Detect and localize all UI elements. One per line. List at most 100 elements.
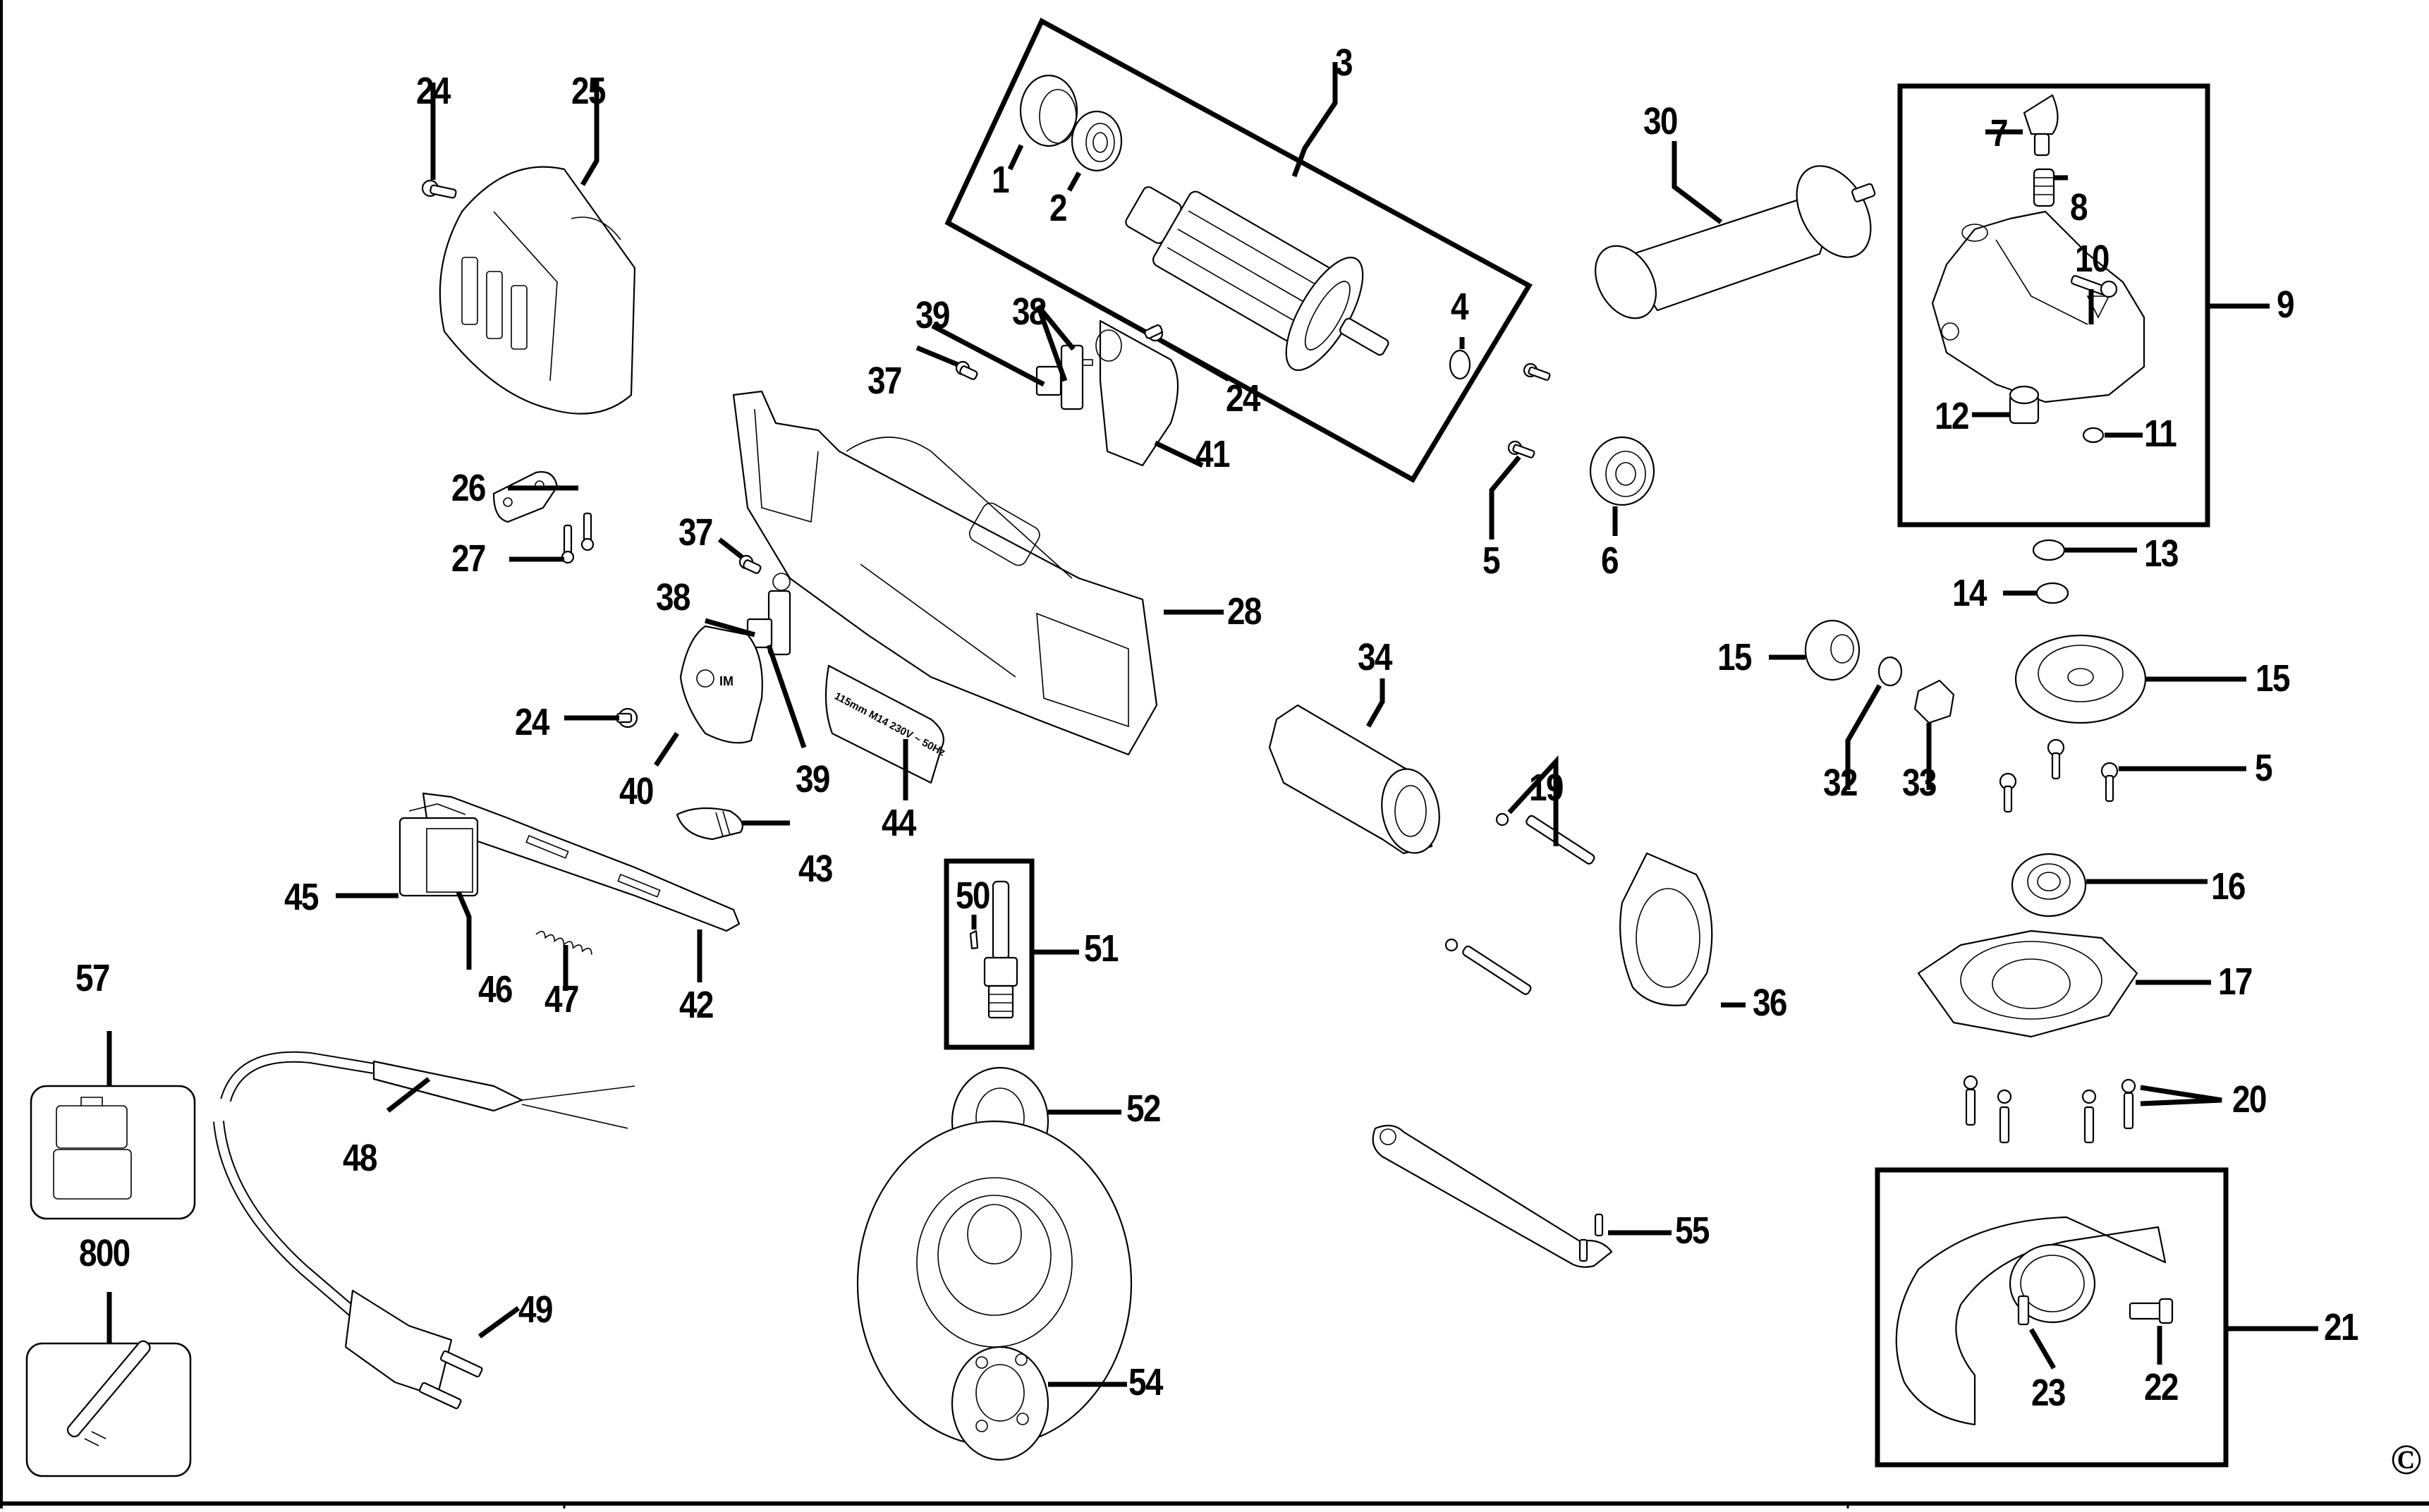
part-36-baffle [1619,852,1713,1006]
label-50: 50 [956,874,990,917]
leader-48 [386,1077,431,1113]
part-26-clip [492,471,559,523]
label-45: 45 [284,876,319,918]
label-37b: 37 [678,511,713,554]
label-21: 21 [2324,1306,2358,1348]
part-54-outer-flange-nut [951,1346,1049,1461]
leader-39a-line [931,323,1045,387]
part-50-key [969,929,979,950]
part-1-bearing-cup [1019,74,1078,147]
group-box-armature [944,18,1533,483]
label-43: 43 [798,848,833,890]
grinding-disc [856,1120,1133,1447]
part-7-spindle-lock-button [2023,94,2059,157]
leader-38a [1036,304,1076,351]
label-12: 12 [1935,395,1969,437]
part-11-washer [2082,427,2105,444]
part-3-armature [1125,186,1389,371]
leader-49 [477,1306,520,1339]
leader-37a [915,345,959,367]
part-16-bearing [2011,853,2087,917]
label-40: 40 [619,770,654,812]
part-48-cord-guard [220,1051,635,1129]
group-box-guard [1875,1167,2229,1468]
label-28: 28 [1227,590,1262,633]
label-15b: 15 [2256,657,2290,700]
part-24-screw-b [1144,324,1164,342]
part-37-screw-b [738,554,762,574]
label-38a: 38 [1012,291,1047,333]
label-38b: 38 [656,576,690,618]
leader-37b [717,537,744,559]
label-32: 32 [1823,762,1858,804]
part-57-kit-box [30,1085,196,1220]
part-2-bearing [1071,110,1123,172]
part-25-rear-cover [439,166,636,415]
part-14-washer [2035,582,2069,604]
label-57: 57 [75,957,110,999]
part-28-motor-housing [732,390,1158,756]
label-4: 4 [1451,286,1469,328]
part-19-screws [1444,812,1595,995]
part-15-pinion-gear [1804,619,1861,681]
label-2: 2 [1049,187,1068,229]
part-21-wheel-guard [1895,1216,2167,1426]
leader-40 [654,732,679,767]
label-48: 48 [343,1137,377,1179]
part-33-nut [1913,679,1955,724]
label-36: 36 [1753,982,1787,1024]
leader-41 [1154,440,1204,468]
part-5-screws-bottom [1999,738,2119,813]
copyright-mark: © [2390,1437,2422,1483]
label-3: 3 [1335,42,1353,84]
label-55: 55 [1675,1209,1710,1252]
part-45-switch [398,803,479,897]
label-20: 20 [2232,1078,2267,1121]
part-6-bearing [1589,436,1655,506]
leader-38b [705,618,755,638]
leader-25 [580,78,599,186]
part-9-gear-case [1931,210,2145,403]
label-11: 11 [2144,413,2177,455]
part-24-screw-a [421,179,457,199]
part-38-brush-holder-a [1035,344,1093,410]
label-41: 41 [1195,433,1230,475]
label-5b: 5 [2255,747,2273,789]
part-800-accessory-tool [25,1340,192,1477]
part-44-nameplate: 115mm M14 230V ~ 50Hz [824,664,947,784]
label-15a: 15 [1717,636,1752,678]
label-24b: 24 [1226,377,1260,420]
label-16: 16 [2211,865,2246,908]
label-39a: 39 [915,294,950,336]
leader-39b [766,644,807,749]
part-23-nut [2017,1295,2030,1326]
part-30-side-handle [1595,165,1876,319]
label-49: 49 [518,1288,553,1331]
leader-2 [1066,171,1082,192]
label-5a: 5 [1483,539,1501,582]
label-42: 42 [679,984,714,1026]
label-7: 7 [1990,112,2009,154]
part-13-circlip [2032,539,2066,561]
part-20-screws [1963,1075,2136,1144]
part-41-cover-plate [1095,319,1179,467]
svg-text:IM: IM [719,674,733,688]
label-34: 34 [1358,636,1392,678]
label-24a: 24 [416,70,451,112]
leader-32 [1845,684,1882,790]
label-800: 800 [79,1232,130,1274]
leader-19 [1507,755,1559,846]
part-47-spring [535,930,592,955]
label-14: 14 [1952,572,1987,614]
label-25: 25 [571,70,606,112]
label-52: 52 [1126,1087,1161,1130]
label-26: 26 [451,467,486,509]
label-10: 10 [2075,238,2110,280]
part-4-circlip [1449,349,1471,380]
label-19: 19 [1529,767,1564,809]
leader-23 [2028,1328,2057,1370]
part-10-screw [2070,275,2118,298]
part-22-screw [2129,1298,2174,1324]
